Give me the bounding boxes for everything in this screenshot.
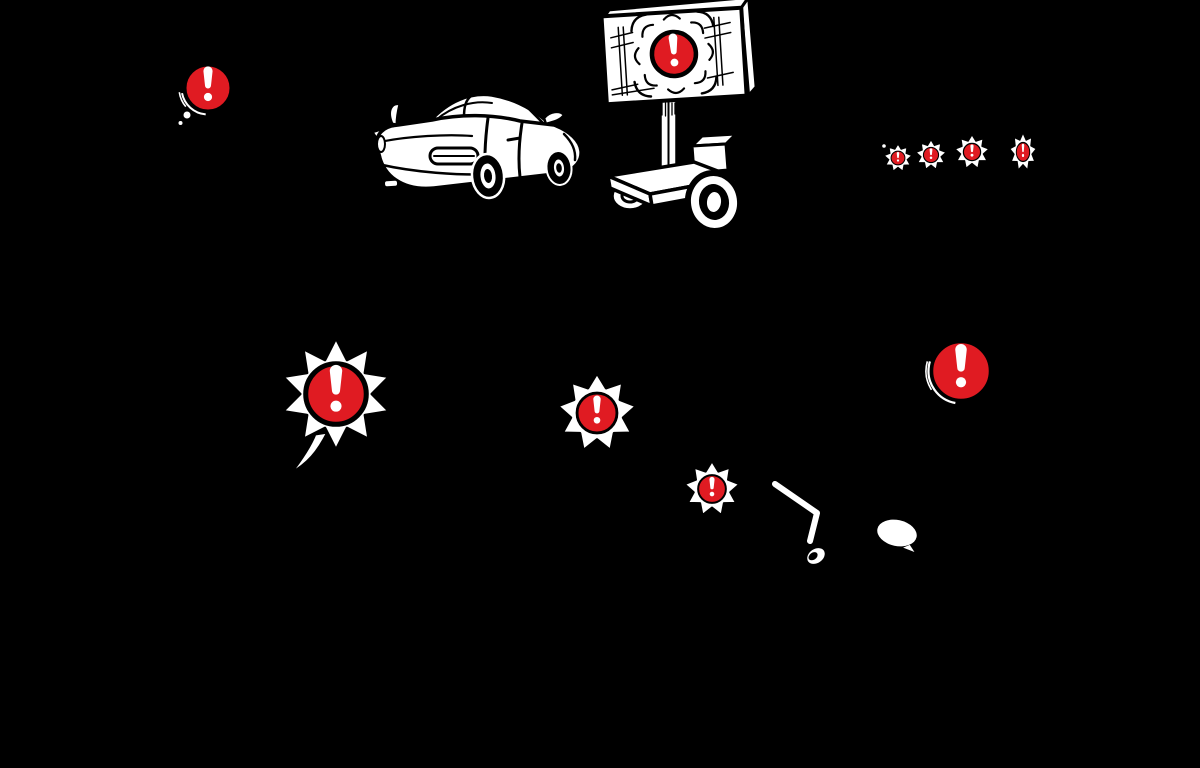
billboard-pole <box>658 96 679 174</box>
trailer-right-wheel <box>684 170 744 234</box>
gear-alert-icon-4 <box>1010 133 1036 170</box>
gear-alert-icon-3 <box>955 135 989 168</box>
car-door-seam <box>517 121 524 179</box>
gear-alert-icon-small <box>685 461 740 515</box>
billboard-panel <box>599 0 758 107</box>
panel-burst-lines <box>630 10 718 98</box>
gear-alert-icon-2 <box>916 140 946 169</box>
panel-hatch-marks <box>610 16 734 96</box>
car-front-wheel <box>545 150 573 186</box>
starburst-alert-icon <box>283 338 390 474</box>
car-trunk-seam <box>378 134 474 144</box>
sketch-fragment-blob <box>877 519 917 553</box>
car-door-handle <box>506 136 522 142</box>
car-nose-seam <box>562 132 577 162</box>
car-mirror <box>542 110 566 126</box>
bubble-tail-dot <box>183 111 191 119</box>
sketch-fragment-wheel <box>807 548 825 564</box>
bubble-tail-dot <box>178 121 183 125</box>
car-illustration <box>370 92 583 200</box>
circle-alert-icon <box>913 323 1009 419</box>
gear-alert-icon-1 <box>884 144 911 171</box>
panel-alert <box>649 29 699 79</box>
alert-color-scope <box>178 0 1036 564</box>
car-rear-wheel <box>470 152 506 200</box>
sketch-fragment-handle-line <box>772 481 820 544</box>
car-exhaust <box>383 178 400 189</box>
speech-alert-icon <box>178 58 238 125</box>
car-taillight-edge <box>376 135 386 153</box>
car-body <box>375 113 583 191</box>
sketch-speck <box>882 144 886 148</box>
car-spoiler-fin <box>388 102 402 127</box>
gear-alert-icon-medium <box>558 373 637 450</box>
billboard-trailer-illustration <box>599 0 758 234</box>
